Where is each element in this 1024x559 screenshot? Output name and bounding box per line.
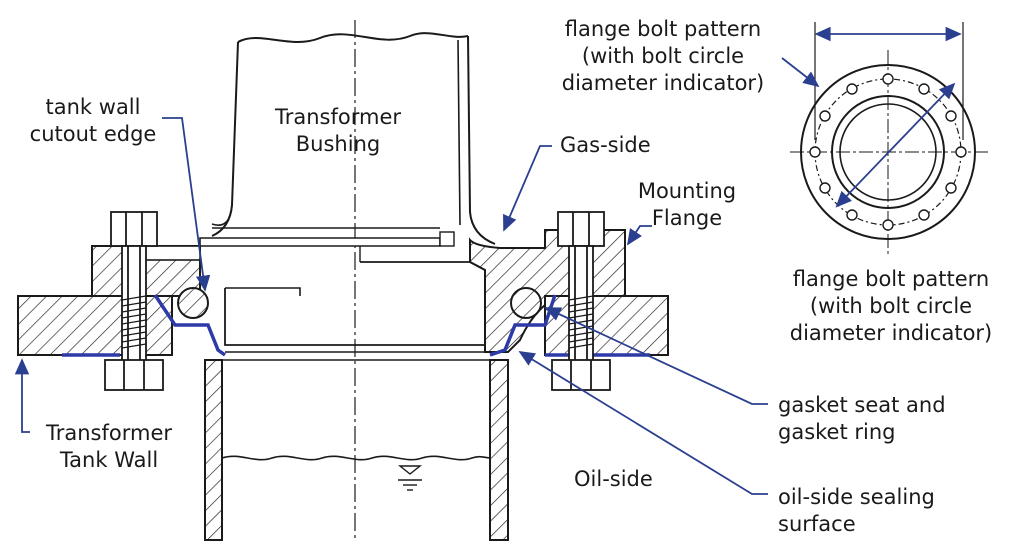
gas-side-label: Gas-side (560, 132, 651, 159)
transformer-bushing-label: Transformer Bushing (258, 104, 418, 158)
bolt-right (551, 211, 611, 391)
leader-lines (14, 26, 962, 495)
mounting-flange-label: Mounting Flange (622, 178, 752, 232)
label-line: Tank Wall (59, 448, 159, 472)
bolt-left (104, 211, 164, 391)
label-line: diameter indicator) (561, 71, 765, 95)
label-line: flange bolt pattern (792, 267, 990, 291)
sealing-surfaces (62, 294, 650, 357)
label-line: tank wall (45, 95, 141, 119)
label-line: Bushing (295, 132, 381, 156)
label-line: oil-side sealing (778, 485, 935, 509)
oil-side-label: Oil-side (574, 466, 653, 493)
tank-wall-cutout-edge-label: tank wall cutout edge (18, 94, 168, 148)
gasket-rings (177, 287, 542, 319)
gasket-seat-label: gasket seat and gasket ring (778, 392, 946, 446)
label-line: flange bolt pattern (564, 17, 762, 41)
label-line: cutout edge (29, 122, 157, 146)
label-line: surface (778, 512, 856, 536)
bolt-pattern-top-label: flange bolt pattern (with bolt circle di… (548, 16, 778, 97)
bolt-pattern-right-label: flange bolt pattern (with bolt circle di… (776, 266, 1006, 347)
label-line: Transformer (45, 421, 172, 445)
label-line: Mounting (637, 179, 737, 203)
label-line: (with bolt circle (809, 294, 973, 318)
label-line: Transformer (274, 105, 401, 129)
label-line: Oil-side (574, 467, 653, 491)
label-line: (with bolt circle (581, 44, 745, 68)
label-line: Gas-side (560, 133, 651, 157)
transformer-tank-wall-label: Transformer Tank Wall (34, 420, 184, 474)
label-line: diameter indicator) (789, 321, 993, 345)
label-line: gasket seat and (778, 393, 946, 417)
flange-plan-view (790, 22, 990, 255)
oil-side-sealing-surface-label: oil-side sealing surface (778, 484, 935, 538)
label-line: gasket ring (778, 420, 896, 444)
bushing (211, 20, 496, 540)
tank-pipe (204, 359, 509, 541)
label-line: Flange (651, 206, 723, 230)
